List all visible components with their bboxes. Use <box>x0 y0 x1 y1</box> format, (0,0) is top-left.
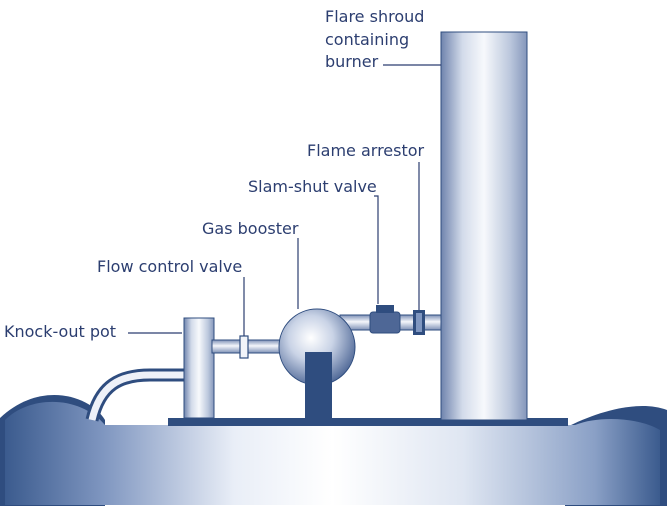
gas-booster <box>278 308 356 418</box>
knock-out-pot <box>183 317 215 419</box>
flow-control-valve <box>239 335 249 359</box>
leader-lines <box>128 64 441 336</box>
platform-slab <box>168 418 568 426</box>
flare-shroud <box>440 31 528 421</box>
label-gas-booster: Gas booster <box>202 219 299 238</box>
label-knock-out-pot: Knock-out pot <box>4 322 116 341</box>
ground-base <box>0 394 667 506</box>
label-flow-control-valve: Flow control valve <box>97 257 242 276</box>
flame-arrestor <box>413 310 425 335</box>
inlet-hose <box>85 368 186 422</box>
label-flare-shroud-line3: burner <box>325 52 379 71</box>
slam-shut-valve <box>369 305 401 334</box>
label-flame-arrestor: Flame arrestor <box>307 141 425 160</box>
label-flare-shroud-line1: Flare shroud <box>325 7 424 26</box>
label-flare-shroud-line2: containing <box>325 30 409 49</box>
label-slam-shut-valve: Slam-shut valve <box>248 177 377 196</box>
